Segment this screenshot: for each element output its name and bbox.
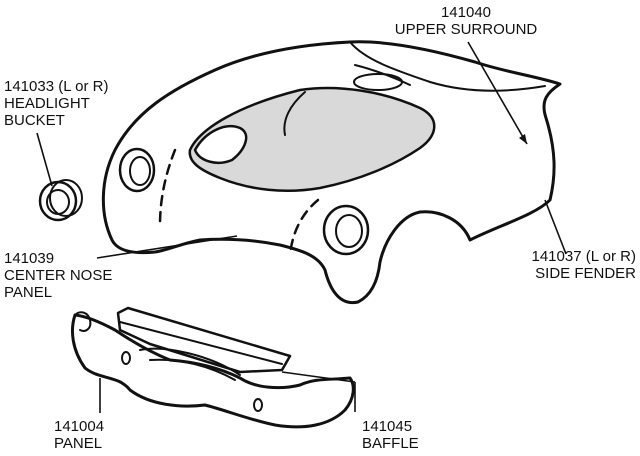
cockpit-inner — [283, 91, 306, 136]
callout-center-nose-panel: 141039 CENTER NOSE PANEL — [4, 250, 112, 301]
seam-right — [288, 198, 320, 257]
cockpit-lip — [193, 125, 248, 164]
cockpit-opening — [188, 86, 436, 192]
callout-side-fender: 141037 (L or R) SIDE FENDER — [498, 248, 636, 282]
lower-panel-hole-right — [253, 398, 263, 412]
baffle-name: BAFFLE — [362, 435, 419, 452]
callout-baffle: 141045 BAFFLE — [362, 418, 419, 452]
side-fender-number: 141037 (L or R) — [531, 248, 636, 265]
lower-panel-return — [74, 311, 92, 332]
upper-ridge — [349, 41, 546, 92]
panel-name: PANEL — [54, 435, 103, 452]
baffle-flange — [139, 347, 241, 381]
leader-side-fender — [544, 199, 567, 255]
center-nose-name-1: CENTER NOSE — [4, 267, 113, 284]
right-headlight-inner — [335, 214, 363, 248]
leader-headlight-bucket — [36, 132, 53, 187]
lower-panel-part — [71, 313, 355, 429]
center-nose-number: 141039 — [4, 250, 55, 267]
seam-left — [158, 148, 177, 227]
headlight-bucket-name-2: BUCKET — [4, 112, 65, 129]
center-nose-name-2: PANEL — [4, 284, 53, 301]
baffle-number: 141045 — [362, 418, 413, 435]
headlight-bucket-inner — [46, 189, 70, 215]
headlight-bucket-rim — [49, 179, 83, 217]
baffle-top-edge — [119, 321, 283, 365]
leader-center-nose — [96, 235, 238, 259]
headlight-bucket-name-1: HEADLIGHT — [4, 95, 90, 112]
leader-upper-surround — [467, 41, 528, 145]
leader-baffle-horizontal — [281, 371, 356, 383]
upper-surround-number: 141040 — [440, 4, 492, 21]
headlight-bucket-number: 141033 (L or R) — [4, 78, 109, 95]
callout-panel: 141004 PANEL — [54, 418, 104, 452]
callout-upper-surround: 141040 UPPER SURROUND — [378, 4, 554, 38]
rear-hump — [353, 73, 403, 91]
left-headlight-inner — [129, 156, 151, 186]
side-fender-name: SIDE FENDER — [535, 265, 636, 282]
lower-panel-hole-left — [121, 351, 131, 365]
panel-number: 141004 — [54, 418, 105, 435]
baffle-part — [116, 306, 292, 374]
arrow-upper-surround — [519, 134, 527, 144]
callout-headlight-bucket: 141033 (L or R) HEADLIGHT BUCKET — [4, 78, 109, 129]
upper-surround-name: UPPER SURROUND — [394, 21, 538, 38]
